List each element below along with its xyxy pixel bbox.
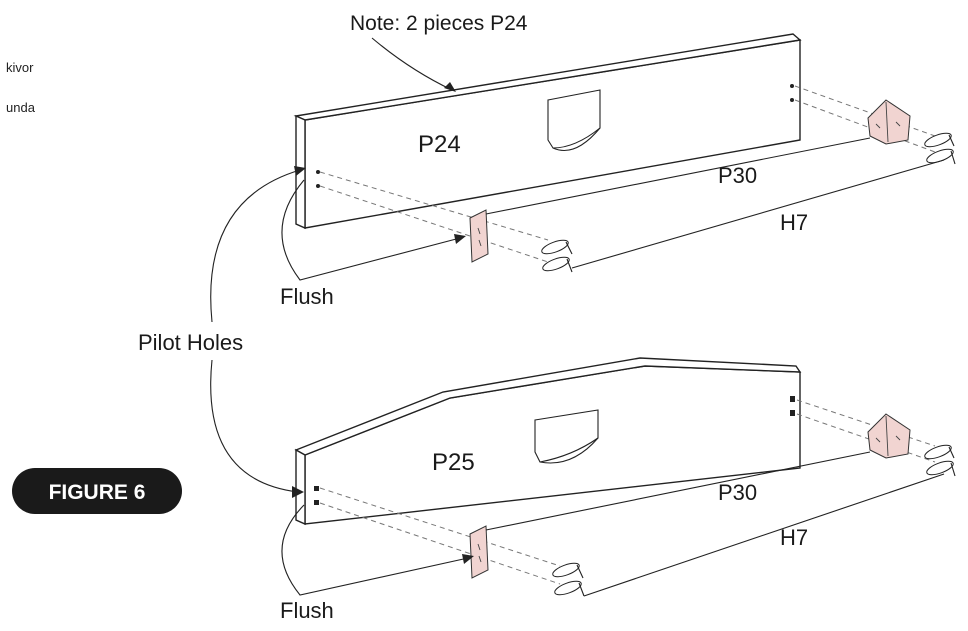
arrowhead-icon	[444, 82, 456, 92]
alignment-line	[794, 99, 936, 153]
screw-icon	[924, 132, 955, 148]
corner-bracket-icon	[469, 209, 489, 263]
screw-icon	[541, 239, 573, 255]
pilot-holes-arrow-top	[210, 169, 301, 323]
h7-label-bottom: H7	[780, 525, 808, 550]
screw-icon	[924, 444, 955, 460]
screw-icon	[926, 148, 956, 165]
alignment-line	[794, 85, 936, 137]
corner-bracket-icon	[867, 99, 911, 145]
screw-icon	[554, 580, 585, 597]
figure-badge-text: FIGURE 6	[49, 481, 146, 504]
alignment-line	[319, 185, 549, 263]
board-p24-handle-inner	[552, 127, 601, 149]
pilot-hole-icon	[790, 410, 795, 416]
pilot-hole-icon	[790, 396, 795, 402]
flush-arrow-bottom	[281, 504, 469, 596]
arrowhead-icon	[292, 486, 304, 498]
alignment-line	[319, 502, 561, 585]
pilot-hole-icon	[316, 184, 320, 188]
note-label: Note: 2 pieces P24	[350, 12, 528, 35]
flush-arrow-top	[281, 179, 461, 281]
screw-icon	[552, 562, 584, 579]
arrowhead-icon	[462, 554, 474, 564]
figure-badge: FIGURE 6	[12, 468, 182, 514]
arrowhead-icon	[294, 166, 306, 176]
board-p25-handle-inner	[539, 437, 599, 463]
board-p25-end	[295, 448, 306, 526]
corner-bracket-icon	[469, 525, 489, 579]
pilot-holes-label: Pilot Holes	[138, 330, 243, 355]
leader-line-h7	[583, 473, 945, 597]
side-note-1: kivor	[6, 60, 34, 75]
alignment-line	[796, 413, 936, 463]
screw-icon	[926, 460, 956, 477]
leader-line-h7	[571, 159, 945, 269]
p30-label-top: P30	[718, 163, 757, 188]
alignment-line	[319, 171, 549, 241]
pilot-hole-icon	[314, 486, 319, 491]
pilot-hole-icon	[790, 84, 794, 88]
side-note-2: unda	[6, 100, 35, 115]
corner-bracket-icon	[867, 413, 911, 459]
board-p24-label: P24	[418, 131, 461, 158]
arrowhead-icon	[454, 234, 466, 244]
figure-badge-background	[12, 468, 182, 514]
board-p25	[294, 357, 802, 526]
leader-line-p30	[485, 137, 871, 215]
board-p25-label: P25	[432, 449, 475, 476]
note-arrow	[371, 37, 453, 91]
p30-label-bottom: P30	[718, 480, 757, 505]
board-p24-face	[304, 39, 801, 229]
pilot-hole-icon	[314, 500, 319, 505]
screw-icon	[542, 256, 573, 273]
alignment-line	[796, 399, 936, 447]
alignment-line	[319, 487, 561, 567]
board-p24	[293, 33, 802, 230]
pilot-hole-icon	[316, 170, 320, 174]
leader-line-p30	[485, 451, 871, 531]
h7-label-top: H7	[780, 210, 808, 235]
flush-label-top: Flush	[280, 284, 334, 309]
pilot-hole-icon	[790, 98, 794, 102]
pilot-holes-arrow-bottom	[210, 359, 299, 493]
board-p25-top-edge	[294, 357, 802, 456]
flush-label-bottom: Flush	[280, 598, 334, 623]
